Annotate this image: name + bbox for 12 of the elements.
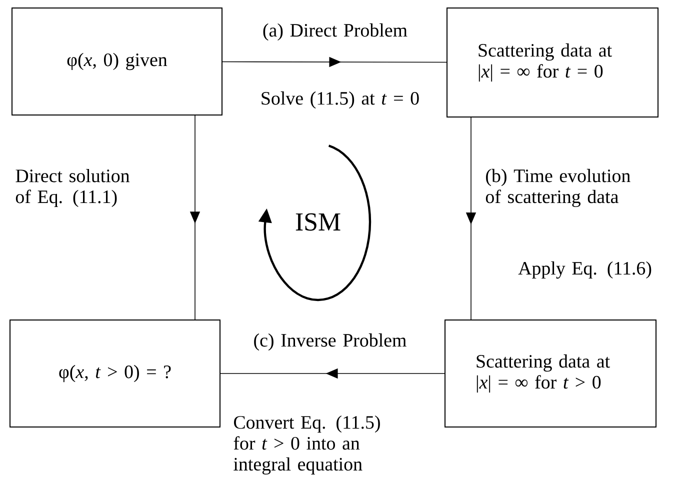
edge-label: (c) Inverse Problem xyxy=(254,333,406,351)
cycle-label: ISM xyxy=(296,213,340,231)
edge-label: (a) Direct Problem xyxy=(263,23,408,41)
annotation: Solve (11.5) at t = 0 xyxy=(262,91,419,109)
annotation: Convert Eq. (11.5) for t > 0 into an integral equation xyxy=(234,415,380,475)
process-box: Scattering data at |x| = ∞ for t = 0 xyxy=(446,8,658,118)
process-box: Scattering data at |x| = ∞ for t > 0 xyxy=(444,320,656,428)
process-box: φ(x, 0) given xyxy=(12,8,222,116)
process-box: φ(x, t > 0) = ? xyxy=(10,320,220,428)
edge-label: (b) Time evolution of scattering data xyxy=(486,168,630,208)
edge-label: Direct solution of Eq. (11.1) xyxy=(16,168,130,208)
annotation: Apply Eq. (11.6) xyxy=(518,261,652,279)
